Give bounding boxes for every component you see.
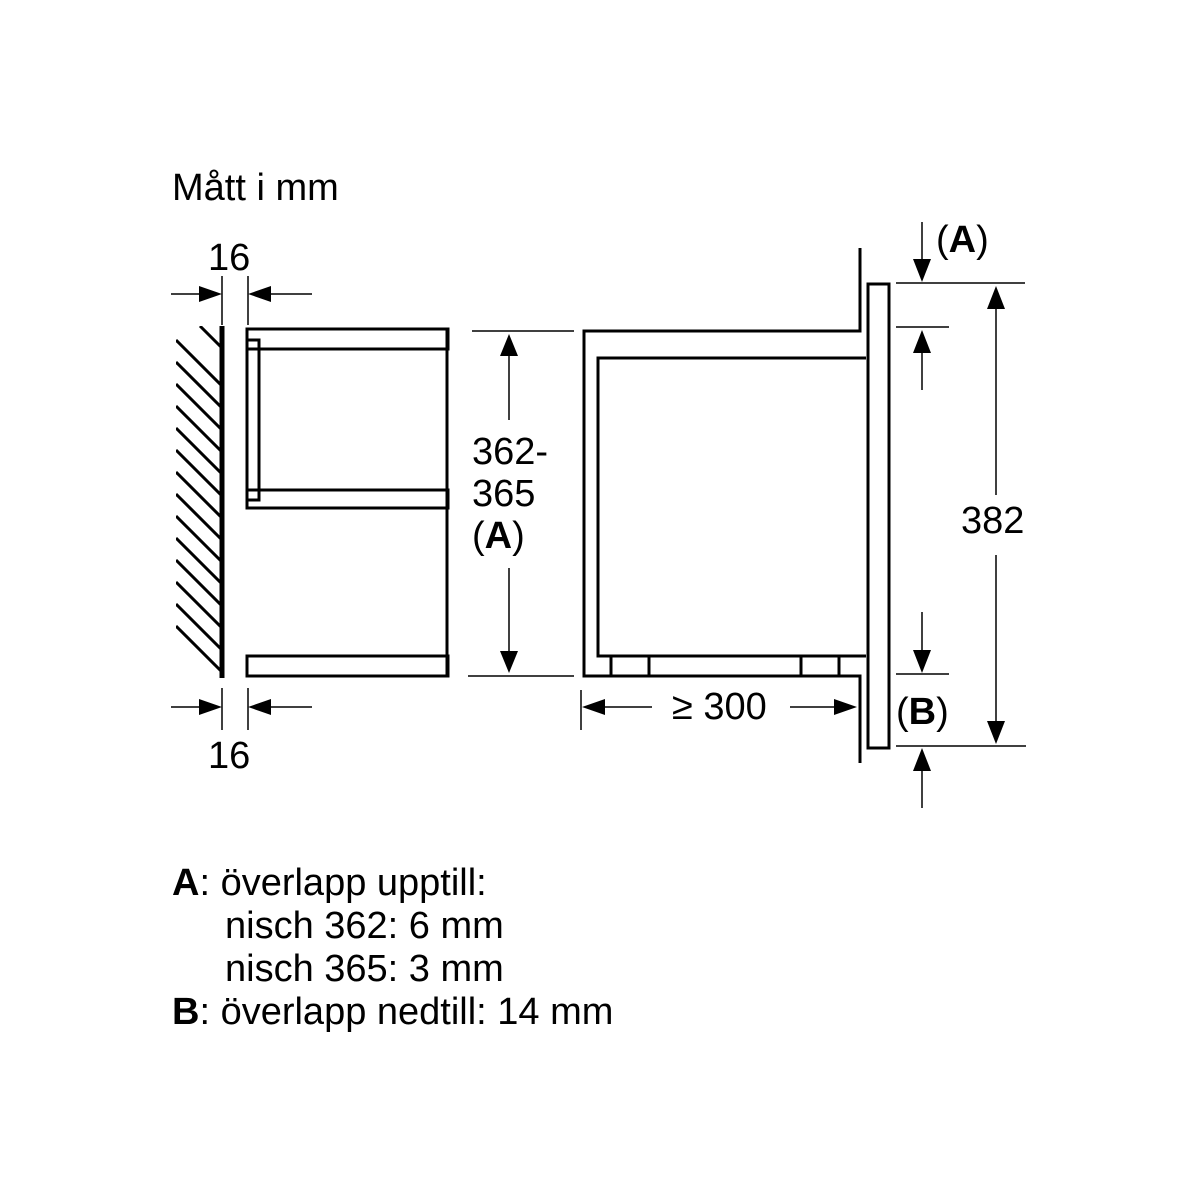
legend: A: överlapp upptill: nisch 362: 6 mm nis…	[172, 862, 613, 1034]
legend-b: B: överlapp nedtill: 14 mm	[172, 991, 613, 1034]
cabinet-side-profile	[245, 327, 450, 678]
niche-height-note: (A)	[472, 515, 525, 557]
niche-height-dimension: 362- 365 (A)	[468, 330, 574, 677]
overlap-top-label: (A)	[936, 219, 989, 261]
depth-dimension: ≥ 300	[580, 686, 857, 730]
depth-value: ≥ 300	[672, 686, 767, 728]
legend-a-niche-365: nisch 365: 3 mm	[225, 948, 504, 990]
gap-bottom-value: 16	[208, 735, 250, 777]
overall-height-dimension: 382	[961, 286, 1024, 744]
overlap-bottom-label: (B)	[896, 691, 949, 733]
overall-height-value: 382	[961, 500, 1024, 542]
niche-height-line1: 362-	[472, 431, 548, 473]
legend-a: A: överlapp upptill:	[172, 862, 613, 905]
overlap-bottom-dimension: (B)	[896, 612, 1026, 808]
overlap-top-dimension: (A)	[896, 219, 1025, 390]
appliance-section	[582, 248, 891, 763]
units-title: Mått i mm	[172, 167, 339, 209]
gap-dimension-bottom: 16	[171, 688, 312, 777]
legend-a-niche-362: nisch 362: 6 mm	[225, 905, 504, 947]
wall-hatching	[176, 326, 225, 678]
legend-a-text: : överlapp upptill:	[199, 862, 487, 904]
legend-a-key: A	[172, 862, 200, 904]
legend-b-text: : överlapp nedtill: 14 mm	[199, 991, 614, 1033]
gap-top-value: 16	[208, 237, 250, 279]
niche-height-line2: 365	[472, 473, 535, 515]
gap-dimension-top: 16	[171, 237, 312, 325]
legend-b-key: B	[172, 991, 200, 1033]
